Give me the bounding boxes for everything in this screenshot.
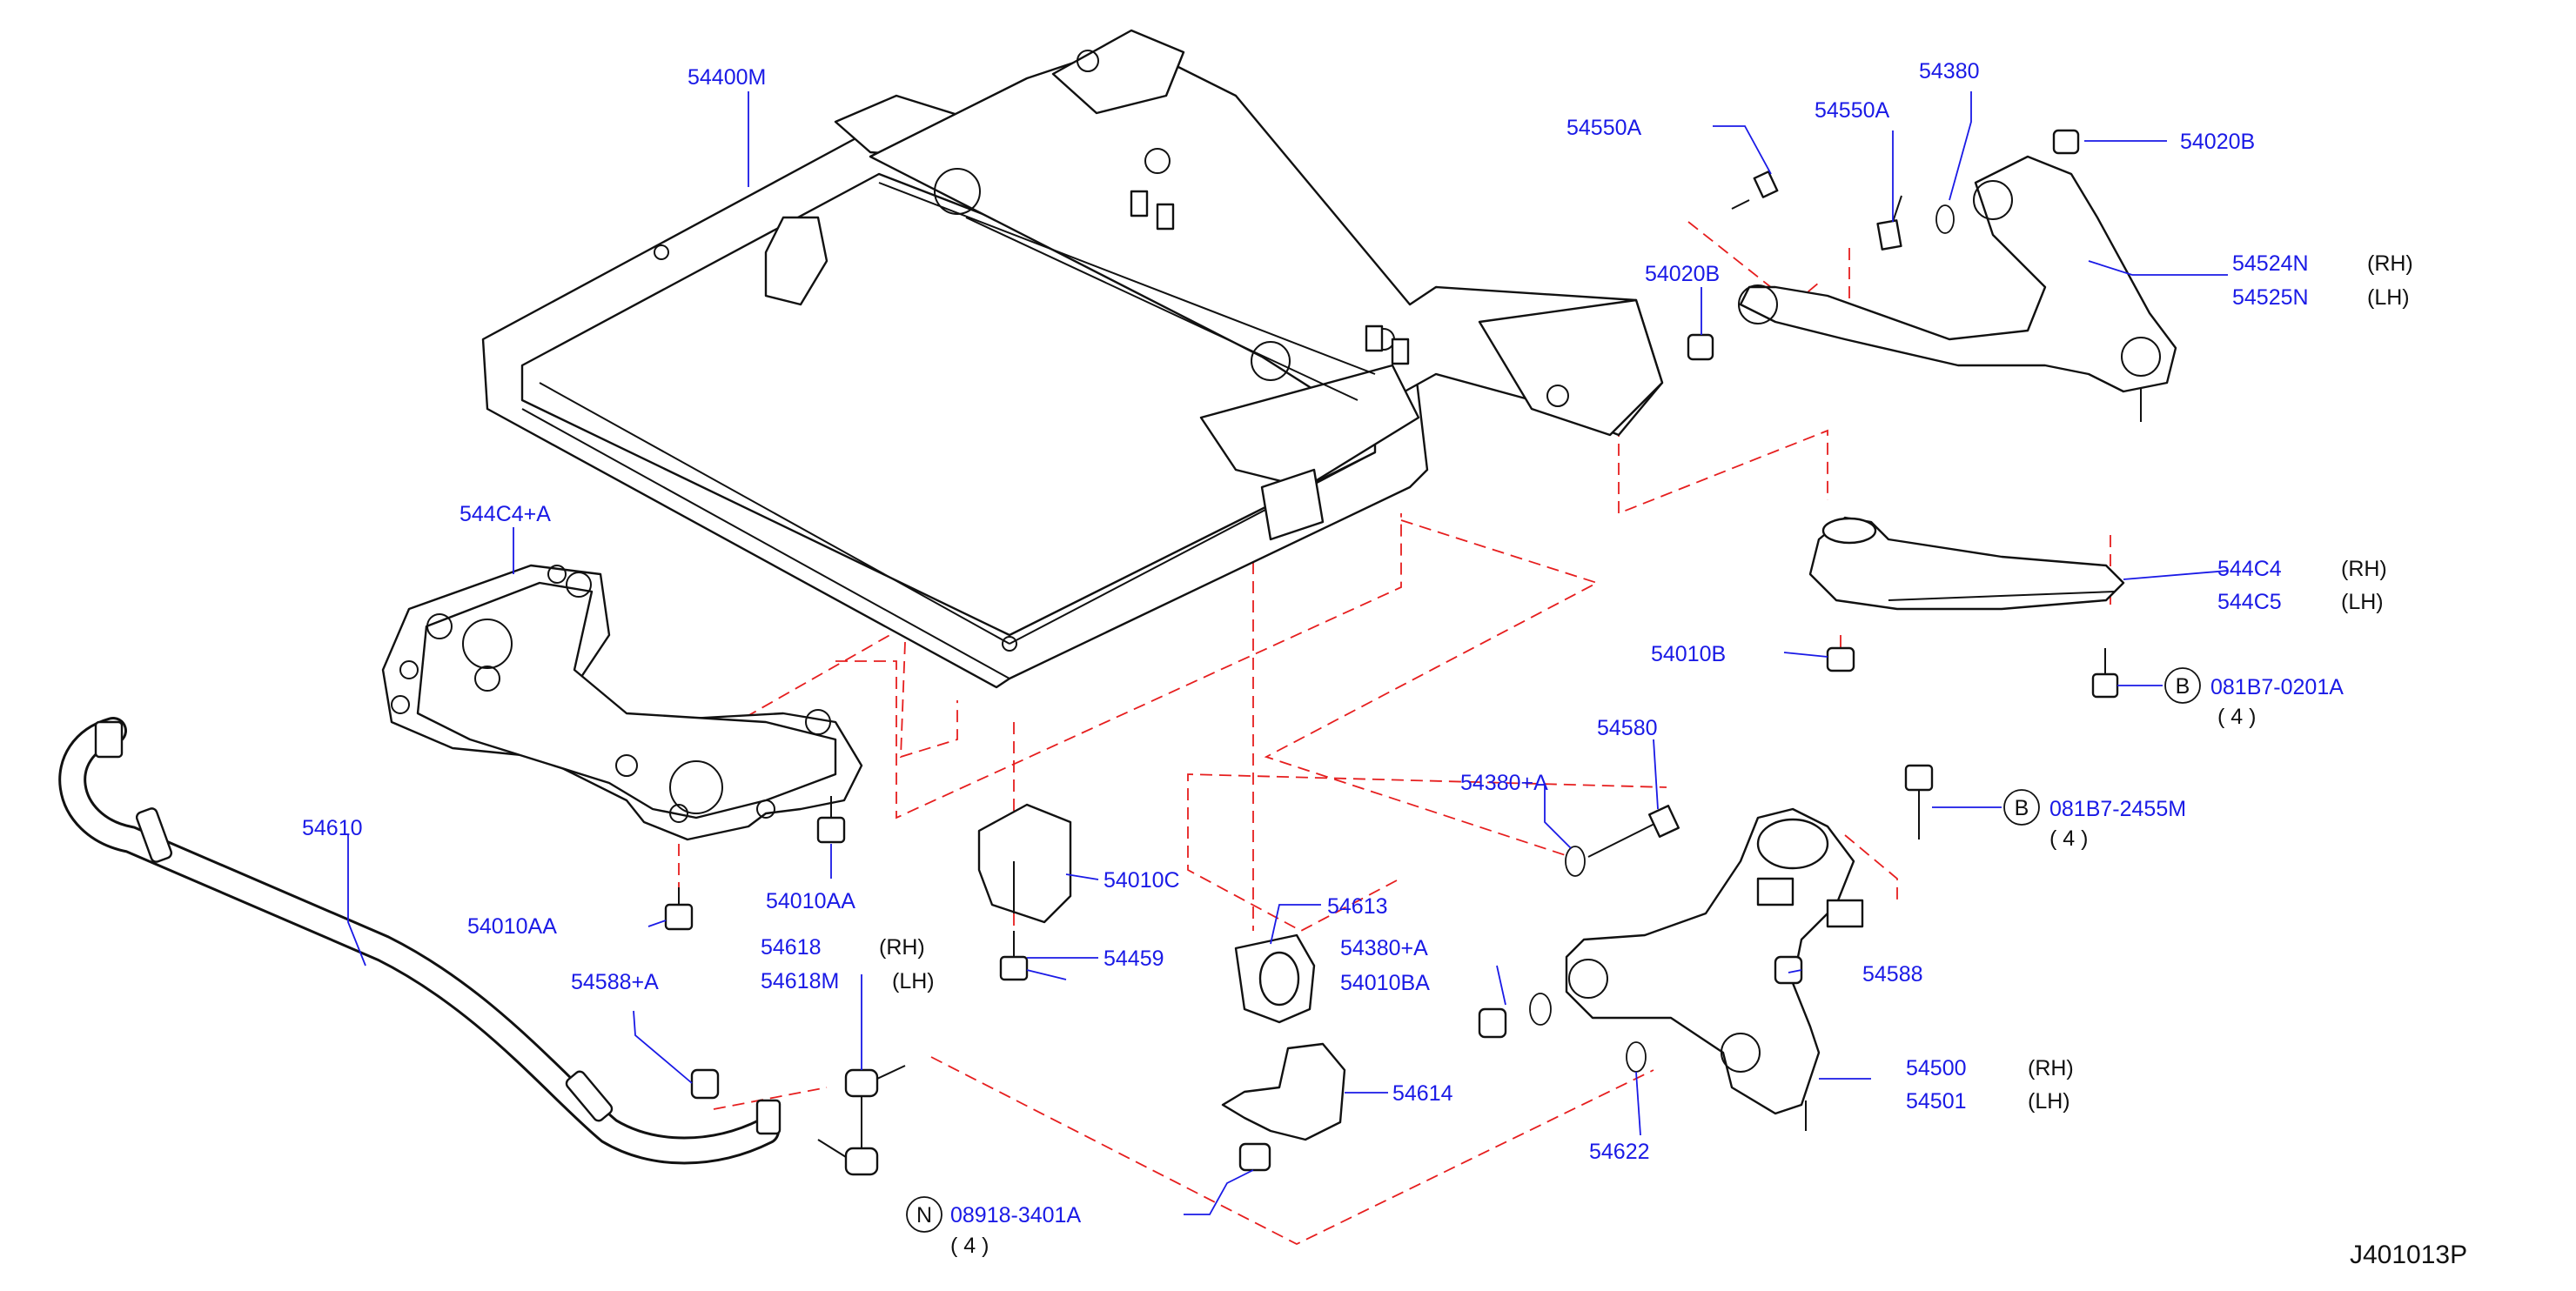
marker-n <box>906 1196 943 1233</box>
side-54618: (RH) <box>879 935 925 960</box>
label-54380A-1[interactable]: 54380+A <box>1460 771 1548 795</box>
label-54524N[interactable]: 54524N <box>2232 251 2309 276</box>
label-54010AA-1[interactable]: 54010AA <box>467 914 557 939</box>
bracket-54010C <box>977 803 1072 924</box>
qty-081B7-0201A: ( 4 ) <box>2217 705 2256 729</box>
label-54020B-2[interactable]: 54020B <box>1645 262 1720 286</box>
label-544C4[interactable]: 544C4 <box>2217 557 2282 581</box>
callout-markers: B B N <box>906 667 2201 1233</box>
qty-081B7-2455M: ( 4 ) <box>2049 826 2088 851</box>
label-54550A-1[interactable]: 54550A <box>1566 116 1642 140</box>
label-54550A-2[interactable]: 54550A <box>1815 98 1890 123</box>
label-54380[interactable]: 54380 <box>1919 59 1980 84</box>
label-544C5[interactable]: 544C5 <box>2217 590 2282 614</box>
transverse-link-54500 <box>1565 807 1864 1131</box>
label-54400M[interactable]: 54400M <box>688 65 766 90</box>
label-54010BA[interactable]: 54010BA <box>1340 971 1430 995</box>
label-54622[interactable]: 54622 <box>1589 1140 1650 1164</box>
side-544C5: (LH) <box>2341 590 2384 614</box>
marker-b-2-label: B <box>2015 796 2029 820</box>
side-54525N: (LH) <box>2367 285 2410 310</box>
bushing-54613 <box>1234 933 1316 1024</box>
part-labels: 54400M 54550A 54550A 54380 54020B 54020B… <box>302 59 2467 1269</box>
label-54618M[interactable]: 54618M <box>761 969 839 993</box>
label-08918-3401A[interactable]: 08918-3401A <box>950 1203 1081 1227</box>
label-54020B-1[interactable]: 54020B <box>2180 130 2255 154</box>
label-54588A[interactable]: 54588+A <box>571 970 659 994</box>
label-081B7-0201A[interactable]: 081B7-0201A <box>2210 675 2344 699</box>
fasteners <box>664 129 2119 1172</box>
front-crossmember-544C4A <box>381 564 863 841</box>
leader-lines <box>347 91 2229 1215</box>
marker-b-2 <box>2003 789 2040 826</box>
side-544C4: (RH) <box>2341 557 2387 581</box>
label-54380A-2[interactable]: 54380+A <box>1340 936 1428 960</box>
label-54459[interactable]: 54459 <box>1104 947 1164 971</box>
connecting-rod-54618 <box>817 1065 906 1176</box>
marker-b-1 <box>2164 667 2201 704</box>
upper-link-54524N <box>1738 155 2177 422</box>
label-54588[interactable]: 54588 <box>1862 962 1923 987</box>
marker-b-1-label: B <box>2176 674 2190 699</box>
clamp-54614 <box>1221 1042 1346 1141</box>
side-54500: (RH) <box>2028 1056 2074 1080</box>
label-54010B[interactable]: 54010B <box>1651 642 1726 666</box>
side-54524N: (RH) <box>2367 251 2413 276</box>
front-subframe-54400M <box>481 29 1664 689</box>
label-54580[interactable]: 54580 <box>1597 716 1658 740</box>
label-54613[interactable]: 54613 <box>1327 894 1388 919</box>
marker-n-label: N <box>916 1203 932 1227</box>
label-54525N[interactable]: 54525N <box>2232 285 2309 310</box>
label-54500[interactable]: 54500 <box>1906 1056 1967 1080</box>
label-54610[interactable]: 54610 <box>302 816 363 840</box>
lower-link-544C4 <box>1808 516 2125 611</box>
side-54501: (LH) <box>2028 1089 2070 1114</box>
label-54618[interactable]: 54618 <box>761 935 822 960</box>
qty-08918-3401A: ( 4 ) <box>950 1234 989 1258</box>
label-54614[interactable]: 54614 <box>1392 1081 1453 1106</box>
side-54618M: (LH) <box>892 969 935 993</box>
label-54010AA-2[interactable]: 54010AA <box>766 889 855 913</box>
diagram-reference: J401013P <box>2350 1241 2467 1269</box>
label-081B7-2455M[interactable]: 081B7-2455M <box>2049 797 2186 821</box>
label-544C4A[interactable]: 544C4+A <box>460 502 551 526</box>
label-54501[interactable]: 54501 <box>1906 1089 1967 1114</box>
label-54010C[interactable]: 54010C <box>1104 868 1180 893</box>
stabilizer-bar-54610 <box>58 717 782 1165</box>
